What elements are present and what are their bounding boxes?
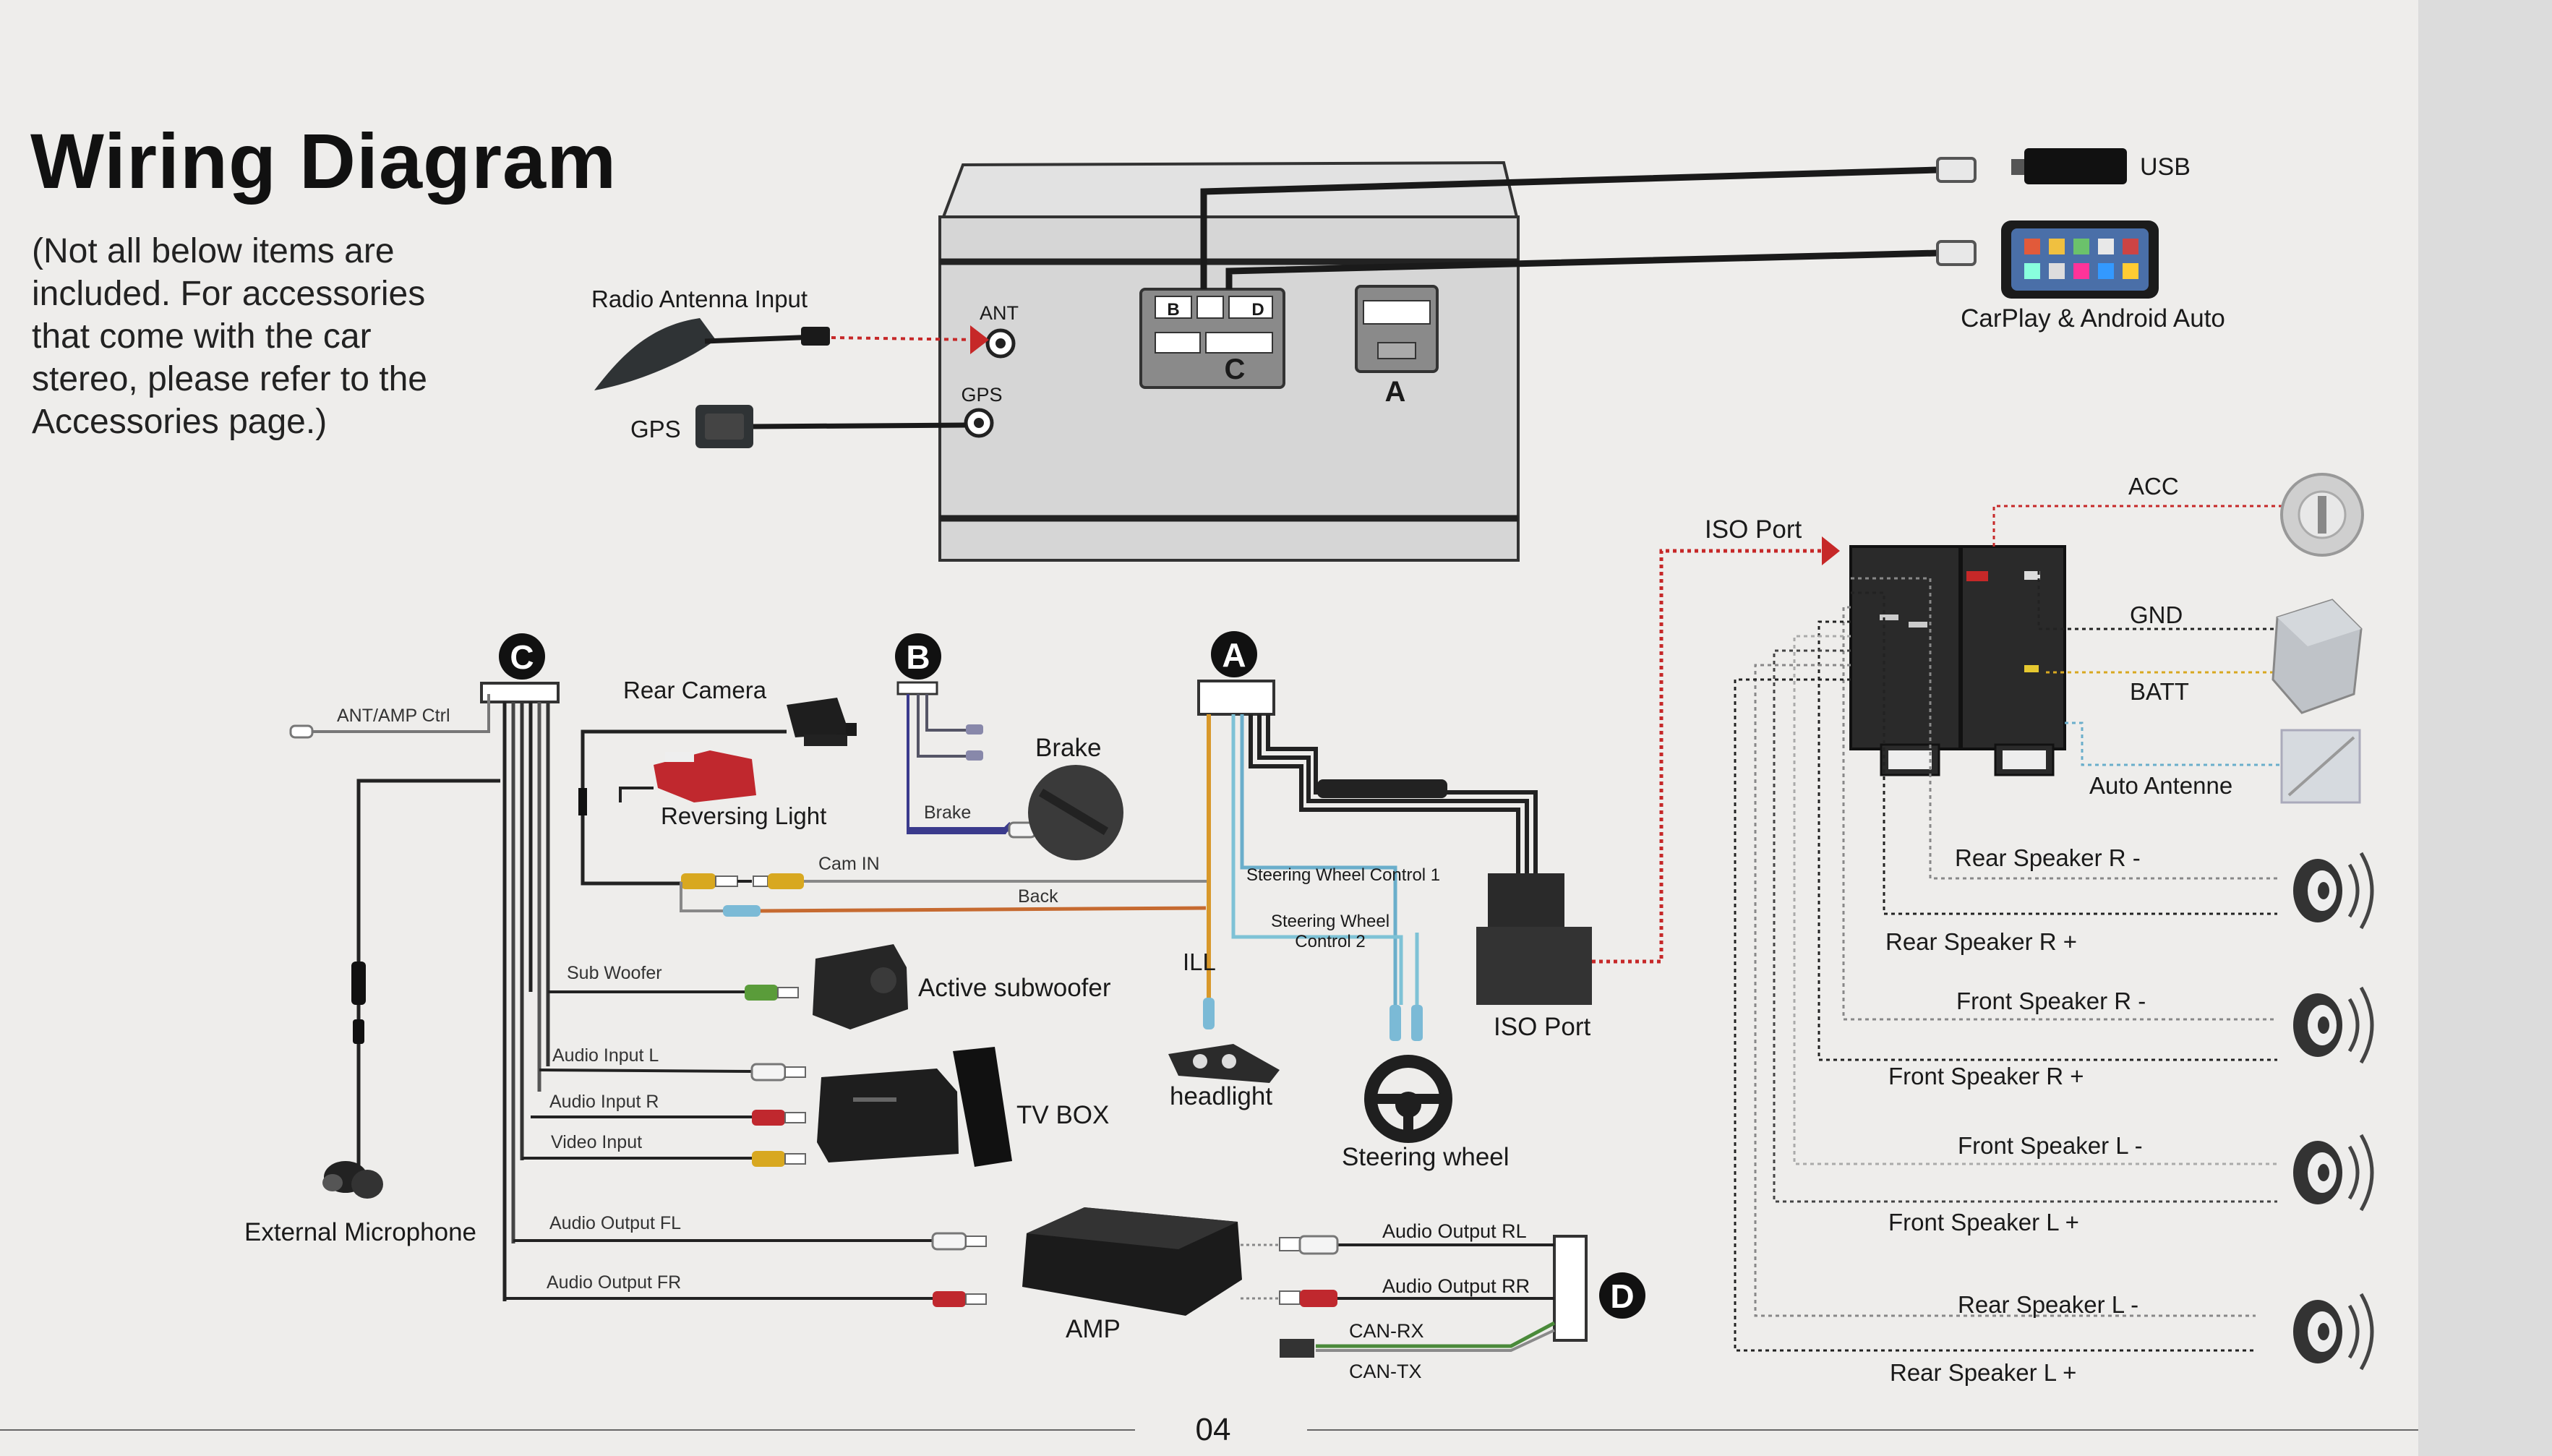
gps-antenna: GPS <box>630 405 967 448</box>
steering-wheel-icon <box>1364 1055 1452 1143</box>
harness-d-letter: D <box>1610 1277 1634 1315</box>
audio-input-l-label: Audio Input L <box>552 1045 659 1066</box>
harness-b: B Brake Brake <box>895 633 1123 860</box>
front-speaker-r-minus-label: Front Speaker R - <box>1956 988 2146 1014</box>
usb-cables: USB CarPlay & Android Auto <box>1200 148 2225 333</box>
can-tx-label: CAN-TX <box>1349 1361 1422 1382</box>
reversing-light-icon <box>654 750 756 802</box>
gps-jack-label: GPS <box>961 384 1002 406</box>
audio-output-fl-label: Audio Output FL <box>549 1213 681 1233</box>
speaker-icon <box>2293 1134 2374 1212</box>
ant-amp-ctrl-label: ANT/AMP Ctrl <box>337 706 450 726</box>
front-speaker-l-minus-label: Front Speaker L - <box>1958 1132 2143 1159</box>
harness-c-badge <box>499 633 545 680</box>
harness-a: A ILL headlight Steering Wheel Control 1… <box>1168 536 1840 1171</box>
tv-box-label: TV BOX <box>1016 1101 1109 1129</box>
swc1-label: Steering Wheel Control 1 <box>1246 865 1440 885</box>
harness-c-letter: C <box>510 638 534 676</box>
swc2-label-line1: Steering Wheel <box>1271 912 1390 931</box>
port-c-d-label: D <box>1251 300 1264 320</box>
harness-a-letter: A <box>1222 636 1246 674</box>
harness-c: C ANT/AMP Ctrl External Microphone <box>244 633 1242 1343</box>
page-number: 04 <box>1196 1412 1231 1447</box>
usb-stick-icon <box>2024 148 2127 184</box>
tv-box-icon <box>817 1069 959 1162</box>
sub-woofer-label: Sub Woofer <box>567 963 662 983</box>
harness-a-badge <box>1211 631 1257 677</box>
audio-output-fr-label: Audio Output FR <box>547 1272 681 1293</box>
active-subwoofer-label: Active subwoofer <box>918 974 1111 1002</box>
rear-speaker-l-minus-label: Rear Speaker L - <box>1958 1291 2138 1318</box>
speaker-icon <box>2293 986 2374 1064</box>
note-line: (Not all below items are <box>32 232 395 270</box>
audio-output-rr-label: Audio Output RR <box>1382 1275 1530 1297</box>
gps-label: GPS <box>630 416 681 442</box>
auto-antenna-icon <box>2280 729 2361 804</box>
ignition-key-icon <box>2280 473 2364 557</box>
subwoofer-icon <box>813 944 908 1029</box>
harness-b-badge <box>895 633 941 680</box>
radio-antenna-label: Radio Antenna Input <box>591 286 808 312</box>
brake-wire-label: Brake <box>924 802 971 823</box>
rear-camera-icon <box>787 698 846 737</box>
cam-in-label: Cam IN <box>818 854 880 874</box>
next-page-edge <box>2418 0 2552 1456</box>
port-a-label: A <box>1385 376 1406 408</box>
amp-label: AMP <box>1066 1315 1121 1343</box>
usb-label: USB <box>2140 153 2191 181</box>
speaker-icon <box>2293 852 2374 930</box>
ground-battery-icon <box>2271 599 2363 714</box>
iso-port-label-a: ISO Port <box>1494 1013 1590 1041</box>
iso-connector: ISO Port ACC <box>1705 473 2374 1386</box>
page-title: Wiring Diagram <box>30 117 617 205</box>
ant-label: ANT <box>980 302 1019 324</box>
swc2-label-line2: Control 2 <box>1295 932 1365 951</box>
remote-control-icon <box>953 1047 1012 1167</box>
head-unit: B D C A ANT GPS <box>938 160 1520 562</box>
video-input-label: Video Input <box>551 1132 642 1152</box>
can-rx-label: CAN-RX <box>1349 1320 1424 1342</box>
rear-camera-label: Rear Camera <box>623 677 767 703</box>
rear-speaker-r-plus-label: Rear Speaker R + <box>1885 928 2077 955</box>
brake-label: Brake <box>1035 734 1101 762</box>
external-microphone-label: External Microphone <box>244 1218 476 1246</box>
audio-input-r-label: Audio Input R <box>549 1092 659 1112</box>
shark-fin-antenna-icon <box>594 318 716 390</box>
port-c-label: C <box>1225 354 1246 385</box>
batt-label: BATT <box>2130 678 2189 705</box>
harness-d-badge <box>1599 1272 1645 1319</box>
audio-output-rl-label: Audio Output RL <box>1382 1220 1527 1242</box>
port-c-b-label: B <box>1167 300 1179 320</box>
acc-label: ACC <box>2128 473 2179 500</box>
note-line: included. For accessories <box>32 275 426 313</box>
ill-label: ILL <box>1183 948 1216 975</box>
microphone-icon <box>322 1161 383 1199</box>
note-line: Accessories page.) <box>32 403 327 441</box>
auto-antenne-label: Auto Antenne <box>2089 772 2232 799</box>
front-speaker-l-plus-label: Front Speaker L + <box>1888 1209 2079 1236</box>
headlight-label: headlight <box>1170 1082 1272 1110</box>
reversing-light-label: Reversing Light <box>661 802 826 829</box>
front-speaker-r-plus-label: Front Speaker R + <box>1888 1063 2084 1089</box>
rear-speaker-r-minus-label: Rear Speaker R - <box>1955 844 2141 871</box>
carplay-label: CarPlay & Android Auto <box>1961 304 2225 333</box>
speaker-icon <box>2293 1293 2374 1371</box>
gnd-label: GND <box>2130 601 2183 628</box>
steering-wheel-label: Steering wheel <box>1342 1143 1510 1171</box>
note-line: stereo, please refer to the <box>32 360 427 398</box>
iso-port-label: ISO Port <box>1705 515 1802 544</box>
harness-d: D Audio Output RL Audio Output RR CAN-RX… <box>1241 1220 1645 1382</box>
back-label: Back <box>1018 886 1058 907</box>
rear-speaker-l-plus-label: Rear Speaker L + <box>1890 1359 2076 1386</box>
note-line: that come with the car <box>32 317 372 356</box>
radio-antenna-input: Radio Antenna Input <box>591 286 989 390</box>
harness-b-letter: B <box>906 638 930 676</box>
